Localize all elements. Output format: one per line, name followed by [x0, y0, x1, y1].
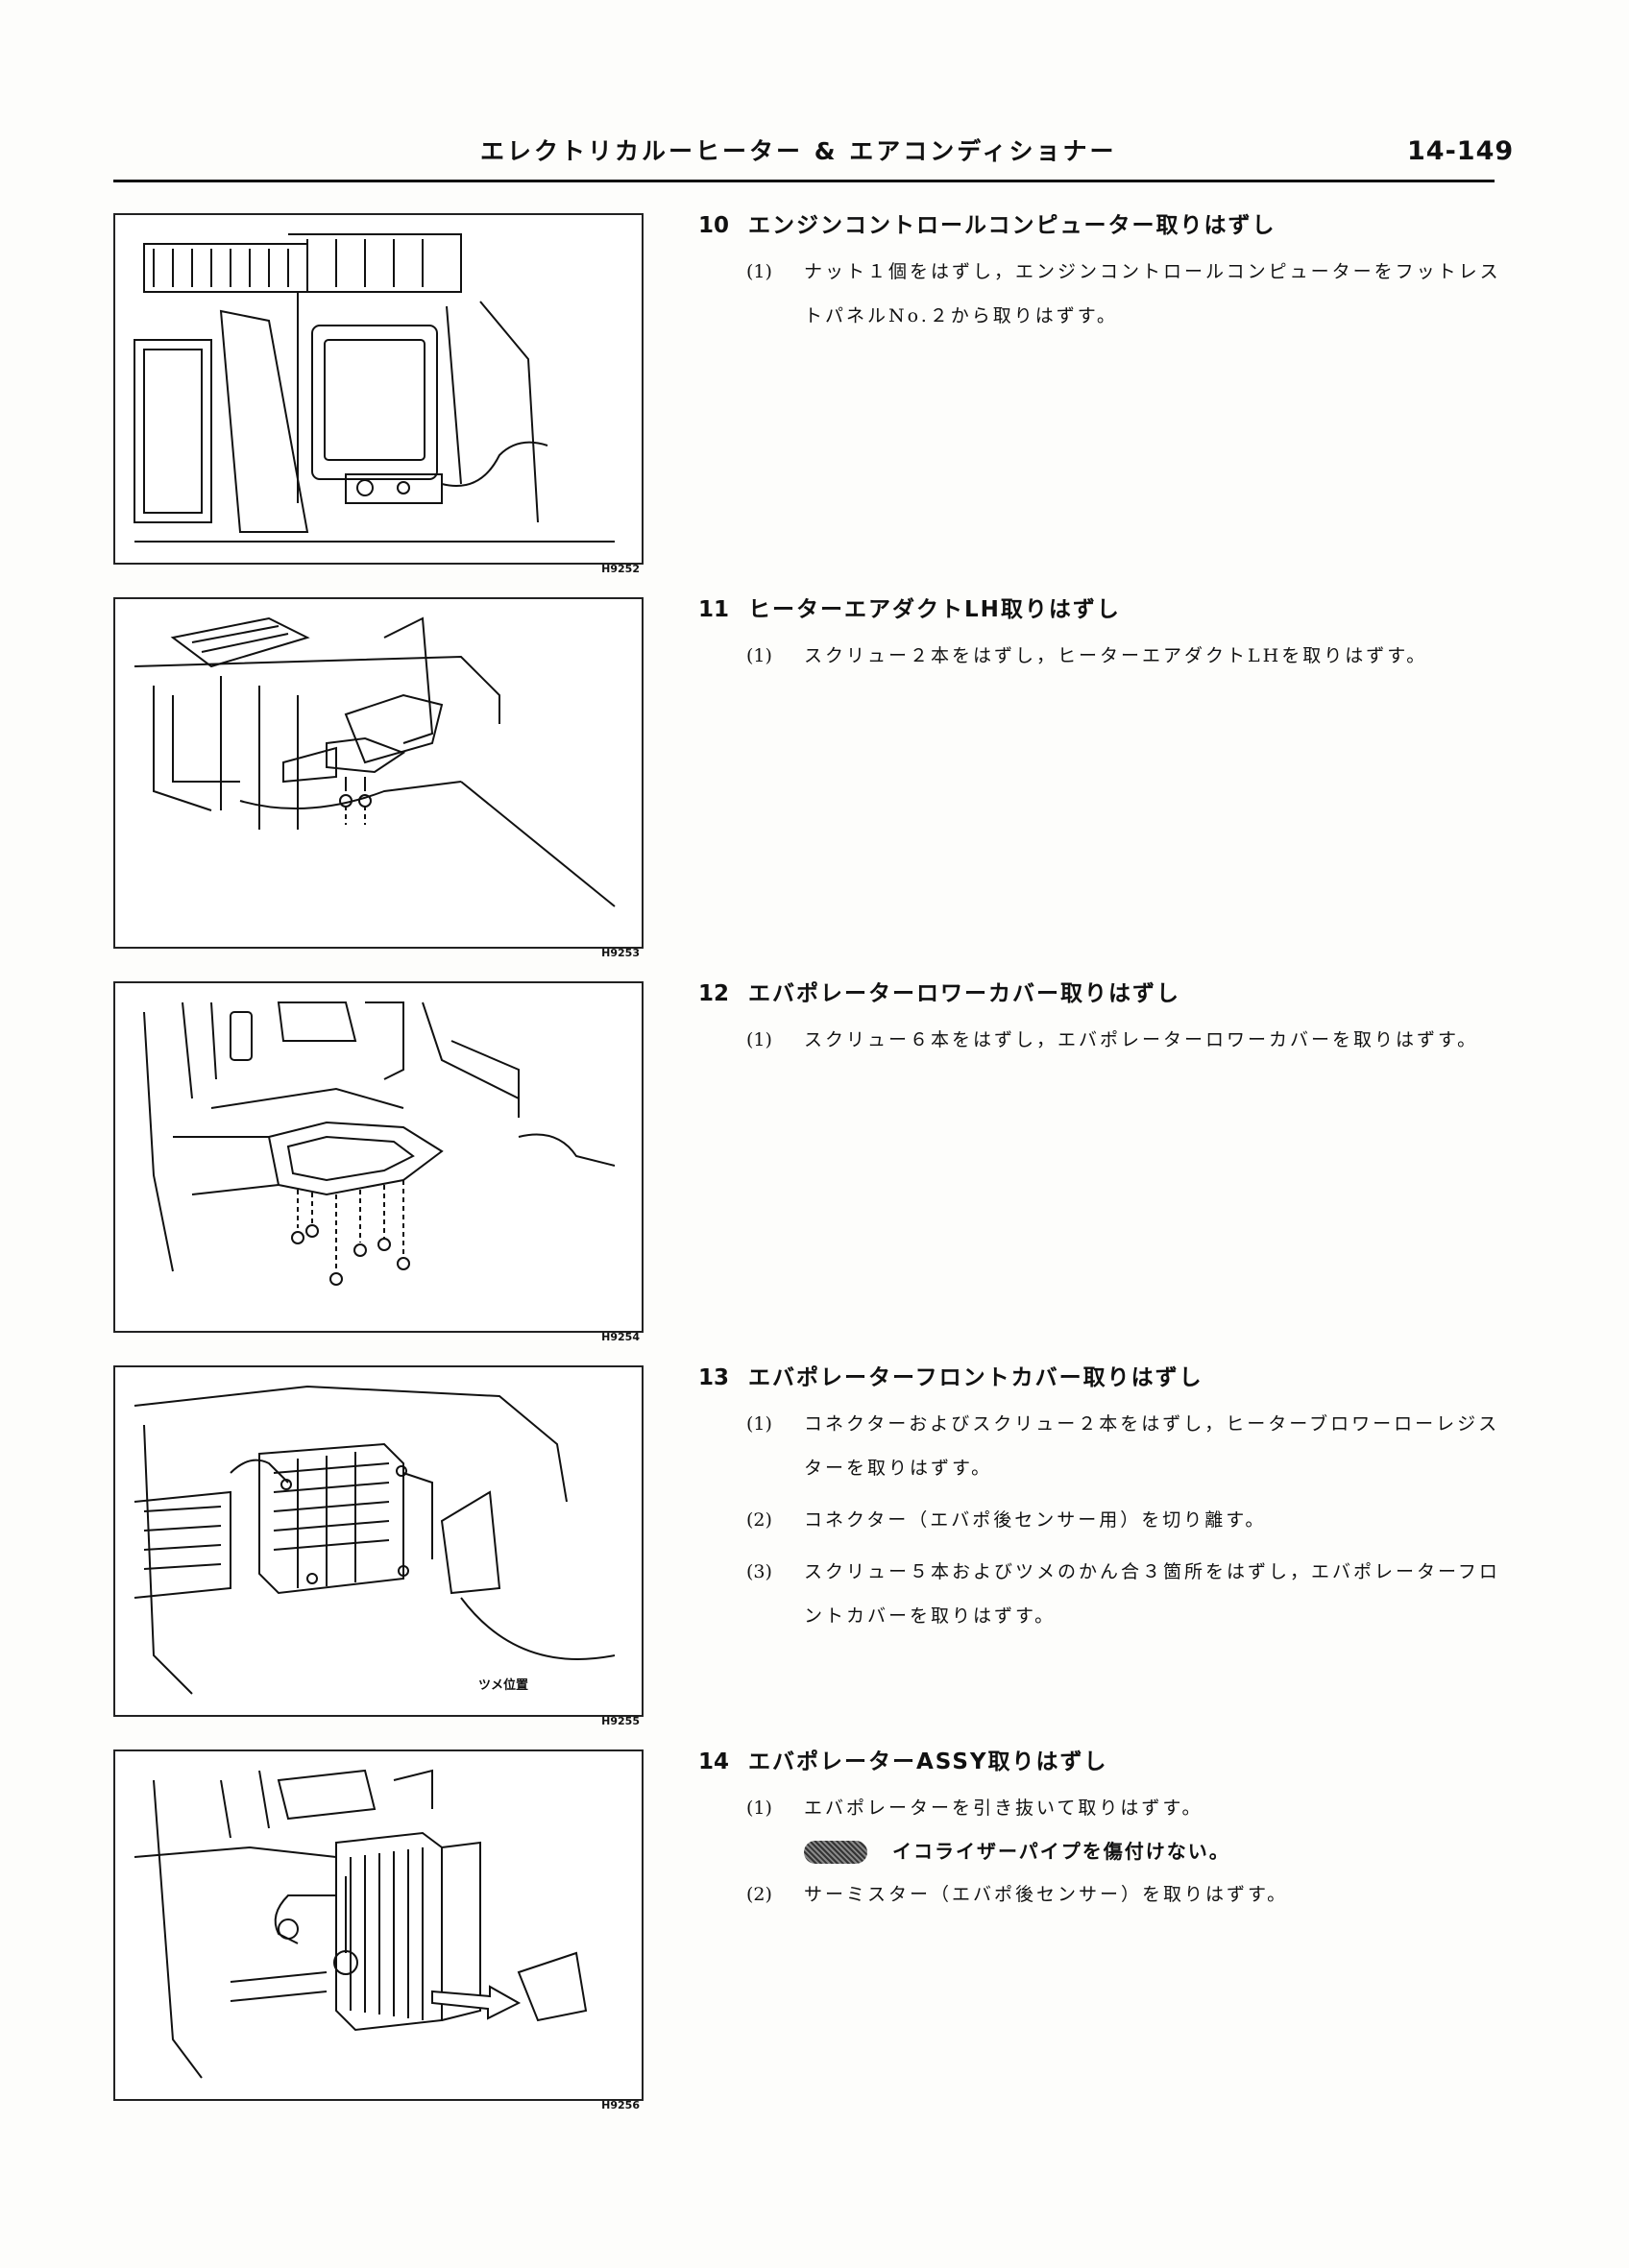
step-title: エバポレーターロワーカバー取りはずし: [748, 981, 1180, 1006]
sub-step: (2) サーミスター（エバポ後センサー）を取りはずす。: [698, 1872, 1505, 1917]
evaporator-assy-illustration: [134, 1769, 588, 2079]
sub-step-text: コネクターおよびスクリュー２本をはずし，ヒーターブロワーローレジスターを取りはず…: [804, 1413, 1500, 1479]
step-heading: 11 ヒーターエアダクトLH取りはずし: [698, 593, 1505, 626]
figure-code: H9252: [601, 563, 640, 575]
step-number: 13: [698, 1365, 730, 1390]
caution-note: イコライザーパイプを傷付けない。: [698, 1830, 1505, 1872]
step-number: 12: [698, 981, 730, 1006]
sub-step-text: ナット１個をはずし，エンジンコントロールコンピューターをフットレストパネルNo.…: [804, 261, 1501, 326]
sub-step-text: スクリュー２本をはずし，ヒーターエアダクトLHを取りはずす。: [804, 645, 1428, 666]
figure-code: H9253: [601, 947, 640, 959]
sub-step: (3) スクリュー５本およびツメのかん合３箇所をはずし，エバポレーターフロントカ…: [698, 1550, 1505, 1638]
engine-computer-illustration: [134, 233, 615, 543]
figure-code: H9256: [601, 2099, 640, 2111]
step-heading: 13 エバポレーターフロントカバー取りはずし: [698, 1362, 1505, 1394]
figure-evaporator-front-cover: ツメ位置: [113, 1365, 644, 1717]
sub-step-text: サーミスター（エバポ後センサー）を取りはずす。: [804, 1884, 1289, 1905]
step-14: 14 エバポレーターASSY取りはずし (1) エバポレーターを引き抜いて取りはず…: [698, 1746, 1505, 1917]
evaporator-front-cover-illustration: [134, 1385, 616, 1695]
step-title: エバポレーターASSY取りはずし: [748, 1749, 1108, 1774]
step-title: ヒーターエアダクトLH取りはずし: [748, 597, 1121, 622]
pull-direction-arrow: [431, 1985, 522, 2020]
sub-step: (1) スクリュー２本をはずし，ヒーターエアダクトLHを取りはずす。: [698, 634, 1505, 678]
step-number: 14: [698, 1749, 730, 1774]
header-rule: [113, 180, 1495, 182]
caution-icon: [804, 1840, 867, 1864]
header-title: エレクトリカルーヒーター & エアコンディショナー: [480, 137, 1117, 165]
figure-evaporator-assy: [113, 1749, 644, 2101]
step-10: 10 エンジンコントロールコンピューター取りはずし (1) ナット１個をはずし，エ…: [698, 209, 1505, 338]
sub-step: (1) ナット１個をはずし，エンジンコントロールコンピューターをフットレストパネ…: [698, 250, 1505, 338]
step-heading: 14 エバポレーターASSY取りはずし: [698, 1746, 1505, 1778]
step-number: 11: [698, 597, 730, 622]
sub-step-number: (1): [746, 1798, 772, 1819]
step-title: エバポレーターフロントカバー取りはずし: [748, 1365, 1204, 1390]
figure-code: H9255: [601, 1715, 640, 1727]
evaporator-lower-cover-illustration: [143, 1001, 616, 1286]
page-number: 14-149: [1407, 136, 1515, 166]
step-13: 13 エバポレーターフロントカバー取りはずし (1) コネクターおよびスクリュー２…: [698, 1362, 1505, 1638]
sub-step-text: エバポレーターを引き抜いて取りはずす。: [804, 1798, 1204, 1819]
figure-evaporator-lower-cover: [113, 981, 644, 1333]
step-heading: 12 エバポレーターロワーカバー取りはずし: [698, 977, 1505, 1010]
step-heading: 10 エンジンコントロールコンピューター取りはずし: [698, 209, 1505, 242]
step-number: 10: [698, 213, 730, 238]
sub-step-text: スクリュー５本およびツメのかん合３箇所をはずし，エバポレーターフロントカバーを取…: [804, 1561, 1500, 1627]
sub-step-text: スクリュー６本をはずし，エバポレーターロワーカバーを取りはずす。: [804, 1029, 1479, 1050]
step-title: エンジンコントロールコンピューター取りはずし: [748, 213, 1276, 238]
sub-step-text: コネクター（エバポ後センサー用）を切り離す。: [804, 1509, 1267, 1531]
sub-step-number: (1): [746, 1029, 772, 1050]
caution-text: イコライザーパイプを傷付けない。: [892, 1840, 1230, 1863]
figure-heater-air-duct: [113, 597, 644, 949]
sub-step-number: (1): [746, 261, 772, 282]
sub-step: (2) コネクター（エバポ後センサー用）を切り離す。: [698, 1498, 1505, 1542]
claw-position-label: ツメ位置: [478, 1675, 529, 1693]
sub-step-number: (1): [746, 645, 772, 666]
step-11: 11 ヒーターエアダクトLH取りはずし (1) スクリュー２本をはずし，ヒーターエ…: [698, 593, 1505, 678]
figure-engine-computer: [113, 213, 644, 565]
figure-code: H9254: [601, 1331, 640, 1343]
sub-step-number: (1): [746, 1413, 772, 1435]
sub-step-number: (3): [746, 1561, 772, 1582]
heater-air-duct-illustration: [134, 616, 616, 907]
sub-step: (1) コネクターおよびスクリュー２本をはずし，ヒーターブロワーローレジスターを…: [698, 1402, 1505, 1490]
sub-step-number: (2): [746, 1884, 772, 1905]
sub-step: (1) スクリュー６本をはずし，エバポレーターロワーカバーを取りはずす。: [698, 1018, 1505, 1062]
sub-step: (1) エバポレーターを引き抜いて取りはずす。: [698, 1786, 1505, 1830]
step-12: 12 エバポレーターロワーカバー取りはずし (1) スクリュー６本をはずし，エバポ…: [698, 977, 1505, 1062]
sub-step-number: (2): [746, 1509, 772, 1531]
